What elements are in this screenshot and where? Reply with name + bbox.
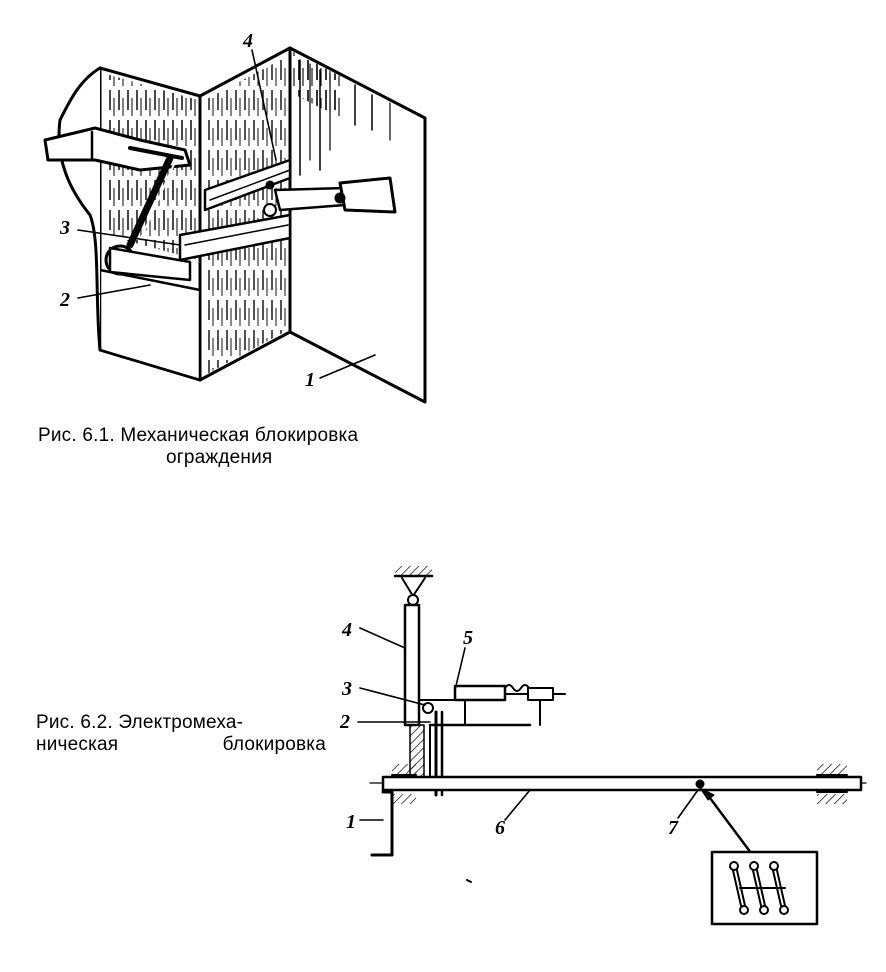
pivot-wheel <box>104 244 192 282</box>
leader-3 <box>77 229 181 246</box>
label-fig1-3: 3 <box>59 217 70 239</box>
caption-word: блокировка <box>222 734 326 755</box>
leader-1 <box>319 354 376 379</box>
guard-panel <box>288 46 427 404</box>
leader-4 <box>251 49 277 161</box>
lever-arm <box>43 126 192 249</box>
door-handle <box>370 790 394 857</box>
label-fig2-6: 6 <box>495 817 505 839</box>
label-fig2-5: 5 <box>463 627 473 649</box>
leader-7b <box>677 789 699 819</box>
label-fig2-3: 3 <box>341 678 352 700</box>
label-fig1-2: 2 <box>59 289 70 311</box>
machine-wall-middle <box>198 46 292 382</box>
top-support <box>393 566 434 606</box>
leader-3b <box>359 687 426 706</box>
label-fig2-4: 4 <box>341 619 352 641</box>
leader-2 <box>77 284 151 299</box>
solenoid-rod <box>403 603 421 727</box>
interlock-rod <box>178 213 292 262</box>
label-fig2-1: 1 <box>346 811 356 833</box>
machine-wall-left <box>98 66 202 382</box>
label-fig1-1: 1 <box>305 369 315 391</box>
figure-6-2-drawing <box>357 566 871 926</box>
figure-6-1-drawing <box>43 46 427 404</box>
label-fig2-2: 2 <box>339 711 350 733</box>
label-fig2-7: 7 <box>668 817 679 839</box>
figure-6-2-caption: Рис. 6.2. Электромеха- ническая блокиров… <box>36 712 326 756</box>
figure-6-1-caption: Рис. 6.1. Механическая блокировка огражд… <box>38 425 458 469</box>
caption-line: Рис. 6.2. Электромеха- <box>36 712 244 733</box>
bolt-bracket <box>203 158 397 217</box>
leader-4b <box>359 627 406 649</box>
leader-5b <box>454 647 466 691</box>
caption-word: ническая <box>36 734 119 755</box>
caption-line: Рис. 6.1. Механическая блокировка <box>38 425 359 446</box>
main-shaft <box>369 764 871 804</box>
leader-6b <box>504 789 531 821</box>
caption-line: ограждения <box>166 447 273 468</box>
label-fig1-4: 4 <box>242 30 253 52</box>
gear-shift-box <box>710 850 819 926</box>
caption-line-2: ническая блокировка <box>36 734 326 756</box>
